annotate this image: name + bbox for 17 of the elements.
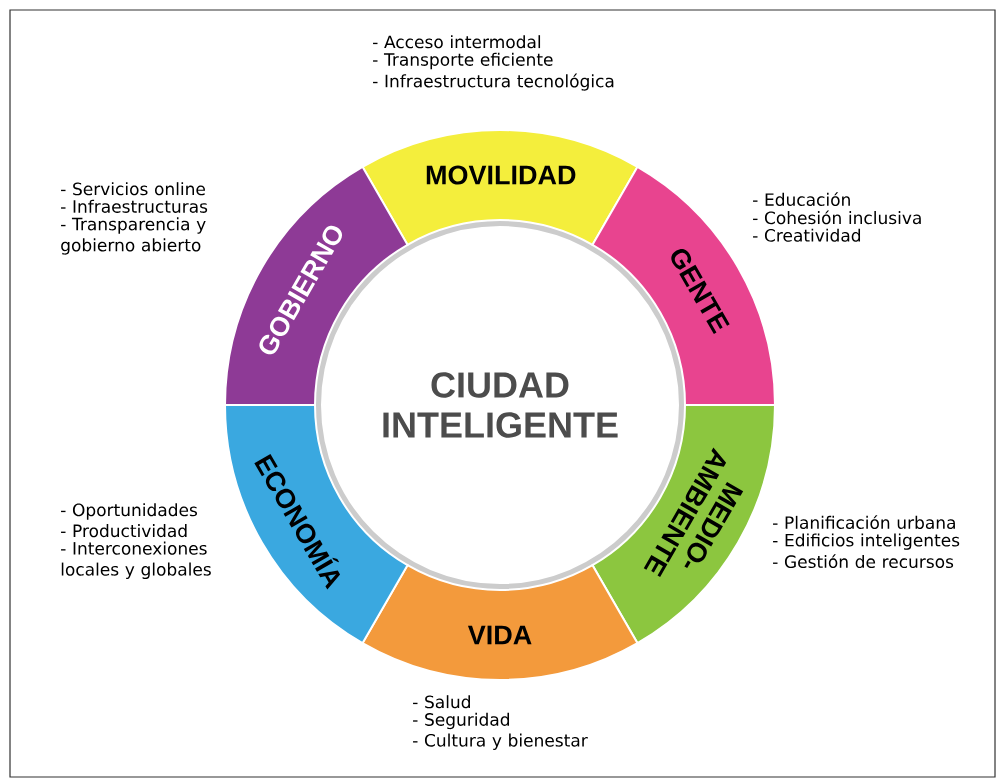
list-item: - Edificios inteligentes xyxy=(773,533,960,550)
list-item: - Interconexiones locales y globales xyxy=(61,541,211,580)
list-item: - Infraestructuras xyxy=(61,199,208,213)
list-item: - Productividad xyxy=(61,524,187,538)
list-item: - Acceso intermodal xyxy=(373,35,541,49)
ring-segment: MOVILIDAD xyxy=(361,129,639,246)
list-item: - Transporte eficiente xyxy=(373,52,553,70)
list-item: - Oportunidades xyxy=(61,503,197,520)
list-item: - Infraestructura tecnológica xyxy=(373,73,614,91)
list-item: - Transparencia y gobierno abierto xyxy=(61,217,206,255)
list-item: - Cultura y bienestar xyxy=(413,733,588,751)
list-item: - Seguridad xyxy=(413,712,509,730)
ring-segment: VIDA xyxy=(361,564,639,681)
list-item: - Salud xyxy=(413,695,470,709)
list-item: - Servicios online xyxy=(61,182,205,196)
list-item: - Planificación urbana xyxy=(773,515,955,529)
list-item: - Gestión de recursos xyxy=(773,554,954,569)
